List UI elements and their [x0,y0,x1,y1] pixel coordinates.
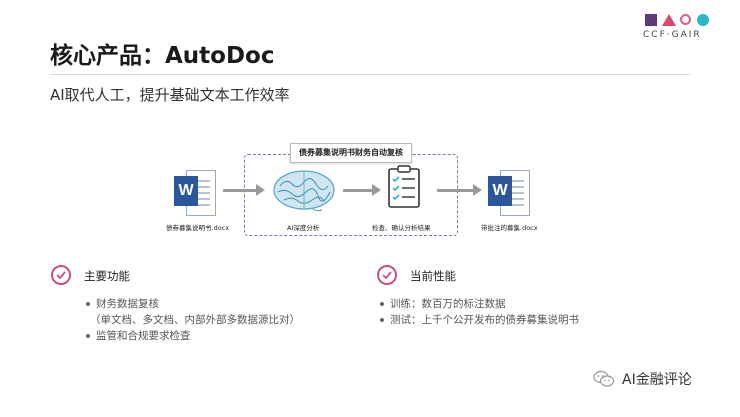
logo-square [645,14,657,26]
list-item: 财务数据复核 [86,296,159,311]
wechat-icon [593,370,615,387]
footer-account-name: AI金融评论 [622,372,692,388]
list-item-note: （单文档、多文档、内部外部多数据源比对） [90,314,300,326]
title-divider [50,74,690,75]
arrow-2 [343,184,381,196]
logo-dot [697,14,709,26]
input-caption: 债券募集说明书.docx [166,224,230,232]
word-doc-icon-input: W [174,168,218,216]
brain-icon [273,170,335,212]
process-box-label: 债券募集说明书财务自动复核 [290,143,412,163]
list-item: 测试：上千个公开发布的债券募集说明书 [380,312,579,327]
bullet-dot [380,318,384,322]
page-subtitle: AI取代人工，提升基础文本工作效率 [50,86,290,104]
ai-caption: AI深度分析 [287,224,320,232]
check-caption: 检查、确认分析结果 [372,224,431,232]
bullet-dot [380,302,384,306]
arrow-3 [437,184,482,196]
logo-ring [680,14,691,25]
logo-text: CCF·GAIR [643,30,702,40]
bullet-dot [86,302,90,306]
word-doc-icon-output: W [488,168,532,216]
bullet-dot [86,334,90,338]
page-title: 核心产品：AutoDoc [50,43,275,69]
check-circle-icon [377,265,397,285]
checklist-clipboard-icon [388,165,420,208]
output-caption: 带批注的募集.docx [481,224,538,232]
logo-shapes [645,14,715,28]
list-item: 监管和合规要求检查 [86,328,191,343]
logo-triangle [662,14,676,26]
section-title-features: 主要功能 [84,269,130,283]
check-circle-icon [51,265,71,285]
arrow-1 [223,184,265,196]
section-title-performance: 当前性能 [410,269,456,283]
list-item: 训练：数百万的标注数据 [380,296,506,311]
